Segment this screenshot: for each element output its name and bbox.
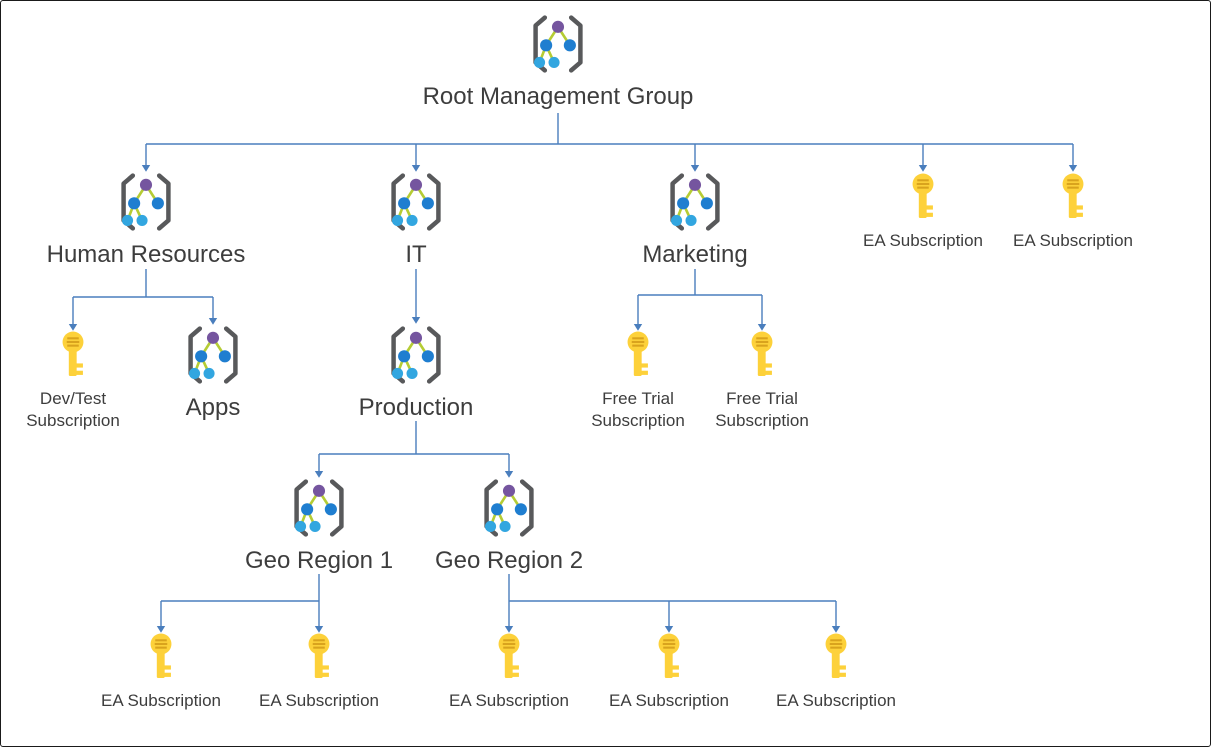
connector-marketing-children bbox=[633, 269, 767, 331]
subscription-key-icon bbox=[498, 633, 520, 678]
node-label: Apps bbox=[185, 394, 241, 421]
node-label: EA Subscription bbox=[608, 691, 729, 710]
node-label: Dev/Test Subscription bbox=[26, 389, 120, 431]
node-label: Production bbox=[358, 394, 474, 421]
node-label: IT bbox=[405, 241, 427, 268]
management-group-icon bbox=[391, 326, 441, 384]
node-label: EA Subscription bbox=[862, 231, 983, 250]
node-label: EA Subscription bbox=[448, 691, 569, 710]
management-group-icon bbox=[188, 326, 238, 384]
management-group-icon bbox=[484, 479, 534, 537]
node-human-resources: Human Resources bbox=[16, 173, 276, 271]
node-ea-subscription-geo1-1: EA Subscription bbox=[86, 633, 236, 712]
subscription-key-icon bbox=[62, 331, 84, 376]
node-apps: Apps bbox=[143, 326, 283, 424]
node-ea-subscription-top-1: EA Subscription bbox=[848, 173, 998, 252]
subscription-key-icon bbox=[912, 173, 934, 218]
node-label: EA Subscription bbox=[1012, 231, 1133, 250]
node-root-management-group: Root Management Group bbox=[398, 15, 718, 113]
management-group-icon bbox=[533, 15, 583, 73]
node-label: Root Management Group bbox=[422, 83, 694, 110]
node-free-trial-subscription-2: Free Trial Subscription bbox=[707, 331, 817, 433]
management-group-icon bbox=[391, 173, 441, 231]
node-ea-subscription-geo2-2: EA Subscription bbox=[594, 633, 744, 712]
management-group-icon bbox=[121, 173, 171, 231]
node-label: EA Subscription bbox=[258, 691, 379, 710]
subscription-key-icon bbox=[825, 633, 847, 678]
connector-human-resources-children bbox=[68, 269, 218, 331]
connector-root-children bbox=[141, 113, 1078, 172]
node-label: Free Trial Subscription bbox=[715, 389, 809, 431]
node-label: EA Subscription bbox=[100, 691, 221, 710]
node-label: Human Resources bbox=[46, 241, 246, 268]
node-production: Production bbox=[336, 326, 496, 424]
node-label: EA Subscription bbox=[775, 691, 896, 710]
node-it: IT bbox=[356, 173, 476, 271]
subscription-key-icon bbox=[308, 633, 330, 678]
management-group-icon bbox=[670, 173, 720, 231]
connector-production-children bbox=[314, 421, 514, 478]
node-geo-region-2: Geo Region 2 bbox=[419, 479, 599, 577]
connector-it-children bbox=[411, 269, 421, 324]
subscription-key-icon bbox=[751, 331, 773, 376]
node-label: Geo Region 1 bbox=[244, 547, 394, 574]
node-ea-subscription-geo2-3: EA Subscription bbox=[761, 633, 911, 712]
subscription-key-icon bbox=[1062, 173, 1084, 218]
node-ea-subscription-top-2: EA Subscription bbox=[998, 173, 1148, 252]
node-dev-test-subscription: Dev/Test Subscription bbox=[18, 331, 128, 433]
subscription-key-icon bbox=[627, 331, 649, 376]
subscription-key-icon bbox=[150, 633, 172, 678]
node-marketing: Marketing bbox=[595, 173, 795, 271]
node-label: Marketing bbox=[642, 241, 748, 268]
node-free-trial-subscription-1: Free Trial Subscription bbox=[583, 331, 693, 433]
node-label: Free Trial Subscription bbox=[591, 389, 685, 431]
management-group-icon bbox=[294, 479, 344, 537]
node-geo-region-1: Geo Region 1 bbox=[229, 479, 409, 577]
node-ea-subscription-geo1-2: EA Subscription bbox=[244, 633, 394, 712]
node-label: Geo Region 2 bbox=[434, 547, 584, 574]
node-ea-subscription-geo2-1: EA Subscription bbox=[434, 633, 584, 712]
subscription-key-icon bbox=[658, 633, 680, 678]
connector-geo-region-1-children bbox=[156, 574, 324, 633]
connector-geo-region-2-children bbox=[504, 574, 841, 633]
